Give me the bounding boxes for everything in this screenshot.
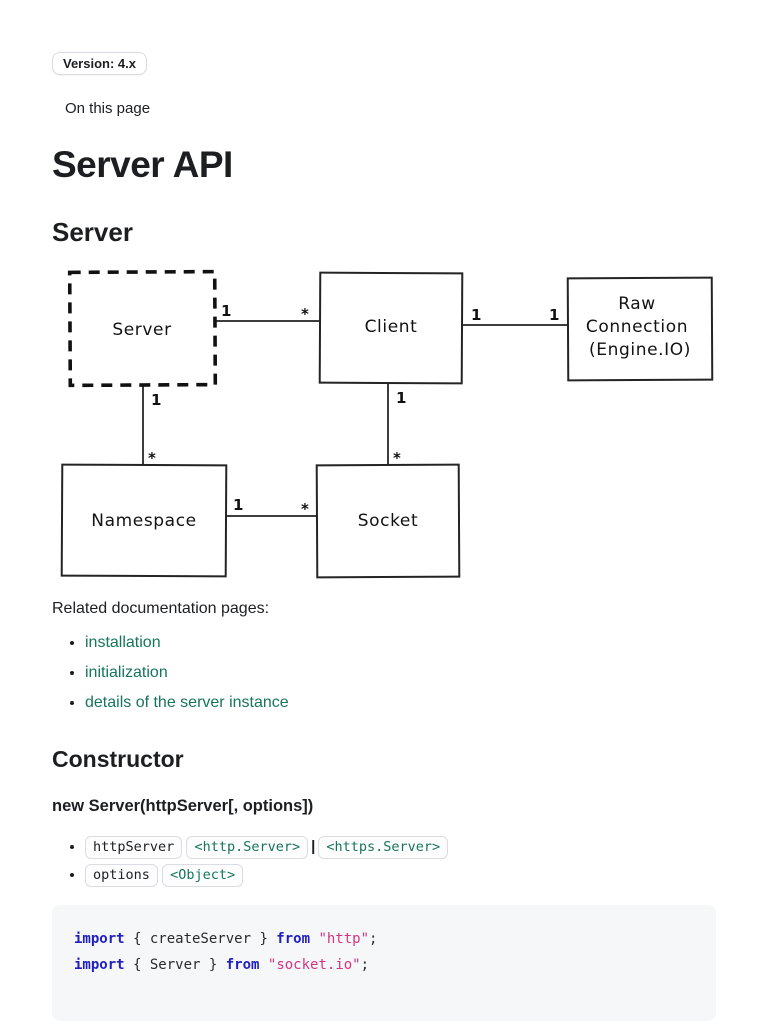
link-initialization[interactable]: initialization — [85, 664, 168, 682]
page-title: Server API — [52, 144, 233, 185]
constructor-params-list: httpServer <http.Server>|<https.Server> … — [52, 836, 716, 888]
section-heading-constructor: Constructor — [52, 746, 184, 773]
diagram-node-client — [318, 272, 464, 385]
multiplicity-label: * — [301, 305, 309, 323]
multiplicity-label: 1 — [396, 389, 406, 407]
diagram-node-namespace-label: Namespace — [91, 511, 196, 531]
type-link-https-server[interactable]: <https.Server> — [318, 836, 449, 860]
multiplicity-label: 1 — [549, 306, 559, 324]
multiplicity-label: 1 — [151, 391, 161, 409]
multiplicity-label: 1 — [221, 302, 231, 320]
section-heading-server: Server — [52, 217, 133, 248]
diagram-node-namespace — [60, 463, 228, 578]
multiplicity-label: 1 — [233, 496, 243, 514]
code-block: import { createServer } from "http"; imp… — [52, 905, 716, 1022]
type-link-http-server[interactable]: <http.Server> — [186, 836, 309, 860]
diagram-node-socket-label: Socket — [358, 511, 419, 531]
param-row-options: options <Object> — [85, 864, 716, 888]
related-links-list: installation initialization details of t… — [52, 634, 716, 712]
multiplicity-label: * — [301, 500, 309, 518]
param-name-httpserver: httpServer — [85, 836, 183, 860]
code-content: import { createServer } from "http"; imp… — [74, 931, 377, 973]
constructor-signature: new Server(httpServer[, options]) — [52, 797, 314, 816]
diagram-node-socket — [315, 464, 461, 579]
diagram-node-client-label: Client — [365, 317, 418, 337]
multiplicity-label: * — [393, 449, 401, 467]
diagram-node-raw-connection-label: Raw Connection (Engine.IO) — [586, 294, 694, 360]
param-row-httpserver: httpServer <http.Server>|<https.Server> — [85, 836, 716, 860]
version-badge: Version: 4.x — [52, 52, 147, 75]
type-separator: | — [311, 838, 316, 856]
related-docs-label: Related documentation pages: — [52, 600, 270, 618]
class-diagram: 1 * 1 1 1 * 1 * 1 * Server Client Raw Co… — [60, 270, 714, 579]
link-installation[interactable]: installation — [85, 634, 161, 652]
diagram-node-server-label: Server — [112, 320, 171, 340]
list-item: installation — [85, 634, 716, 652]
list-item: details of the server instance — [85, 694, 716, 712]
type-link-object[interactable]: <Object> — [162, 864, 244, 888]
multiplicity-label: * — [148, 449, 156, 467]
multiplicity-label: 1 — [471, 306, 481, 324]
on-this-page-toggle[interactable]: On this page — [65, 100, 151, 117]
diagram-node-raw-connection — [566, 277, 714, 382]
list-item: initialization — [85, 664, 716, 682]
param-name-options: options — [85, 864, 158, 888]
code-line: import { Server } from "socket.io"; — [74, 957, 370, 974]
link-server-instance-details[interactable]: details of the server instance — [85, 694, 289, 712]
diagram-node-server — [67, 270, 218, 388]
code-line: import { createServer } from "http"; — [74, 931, 378, 948]
